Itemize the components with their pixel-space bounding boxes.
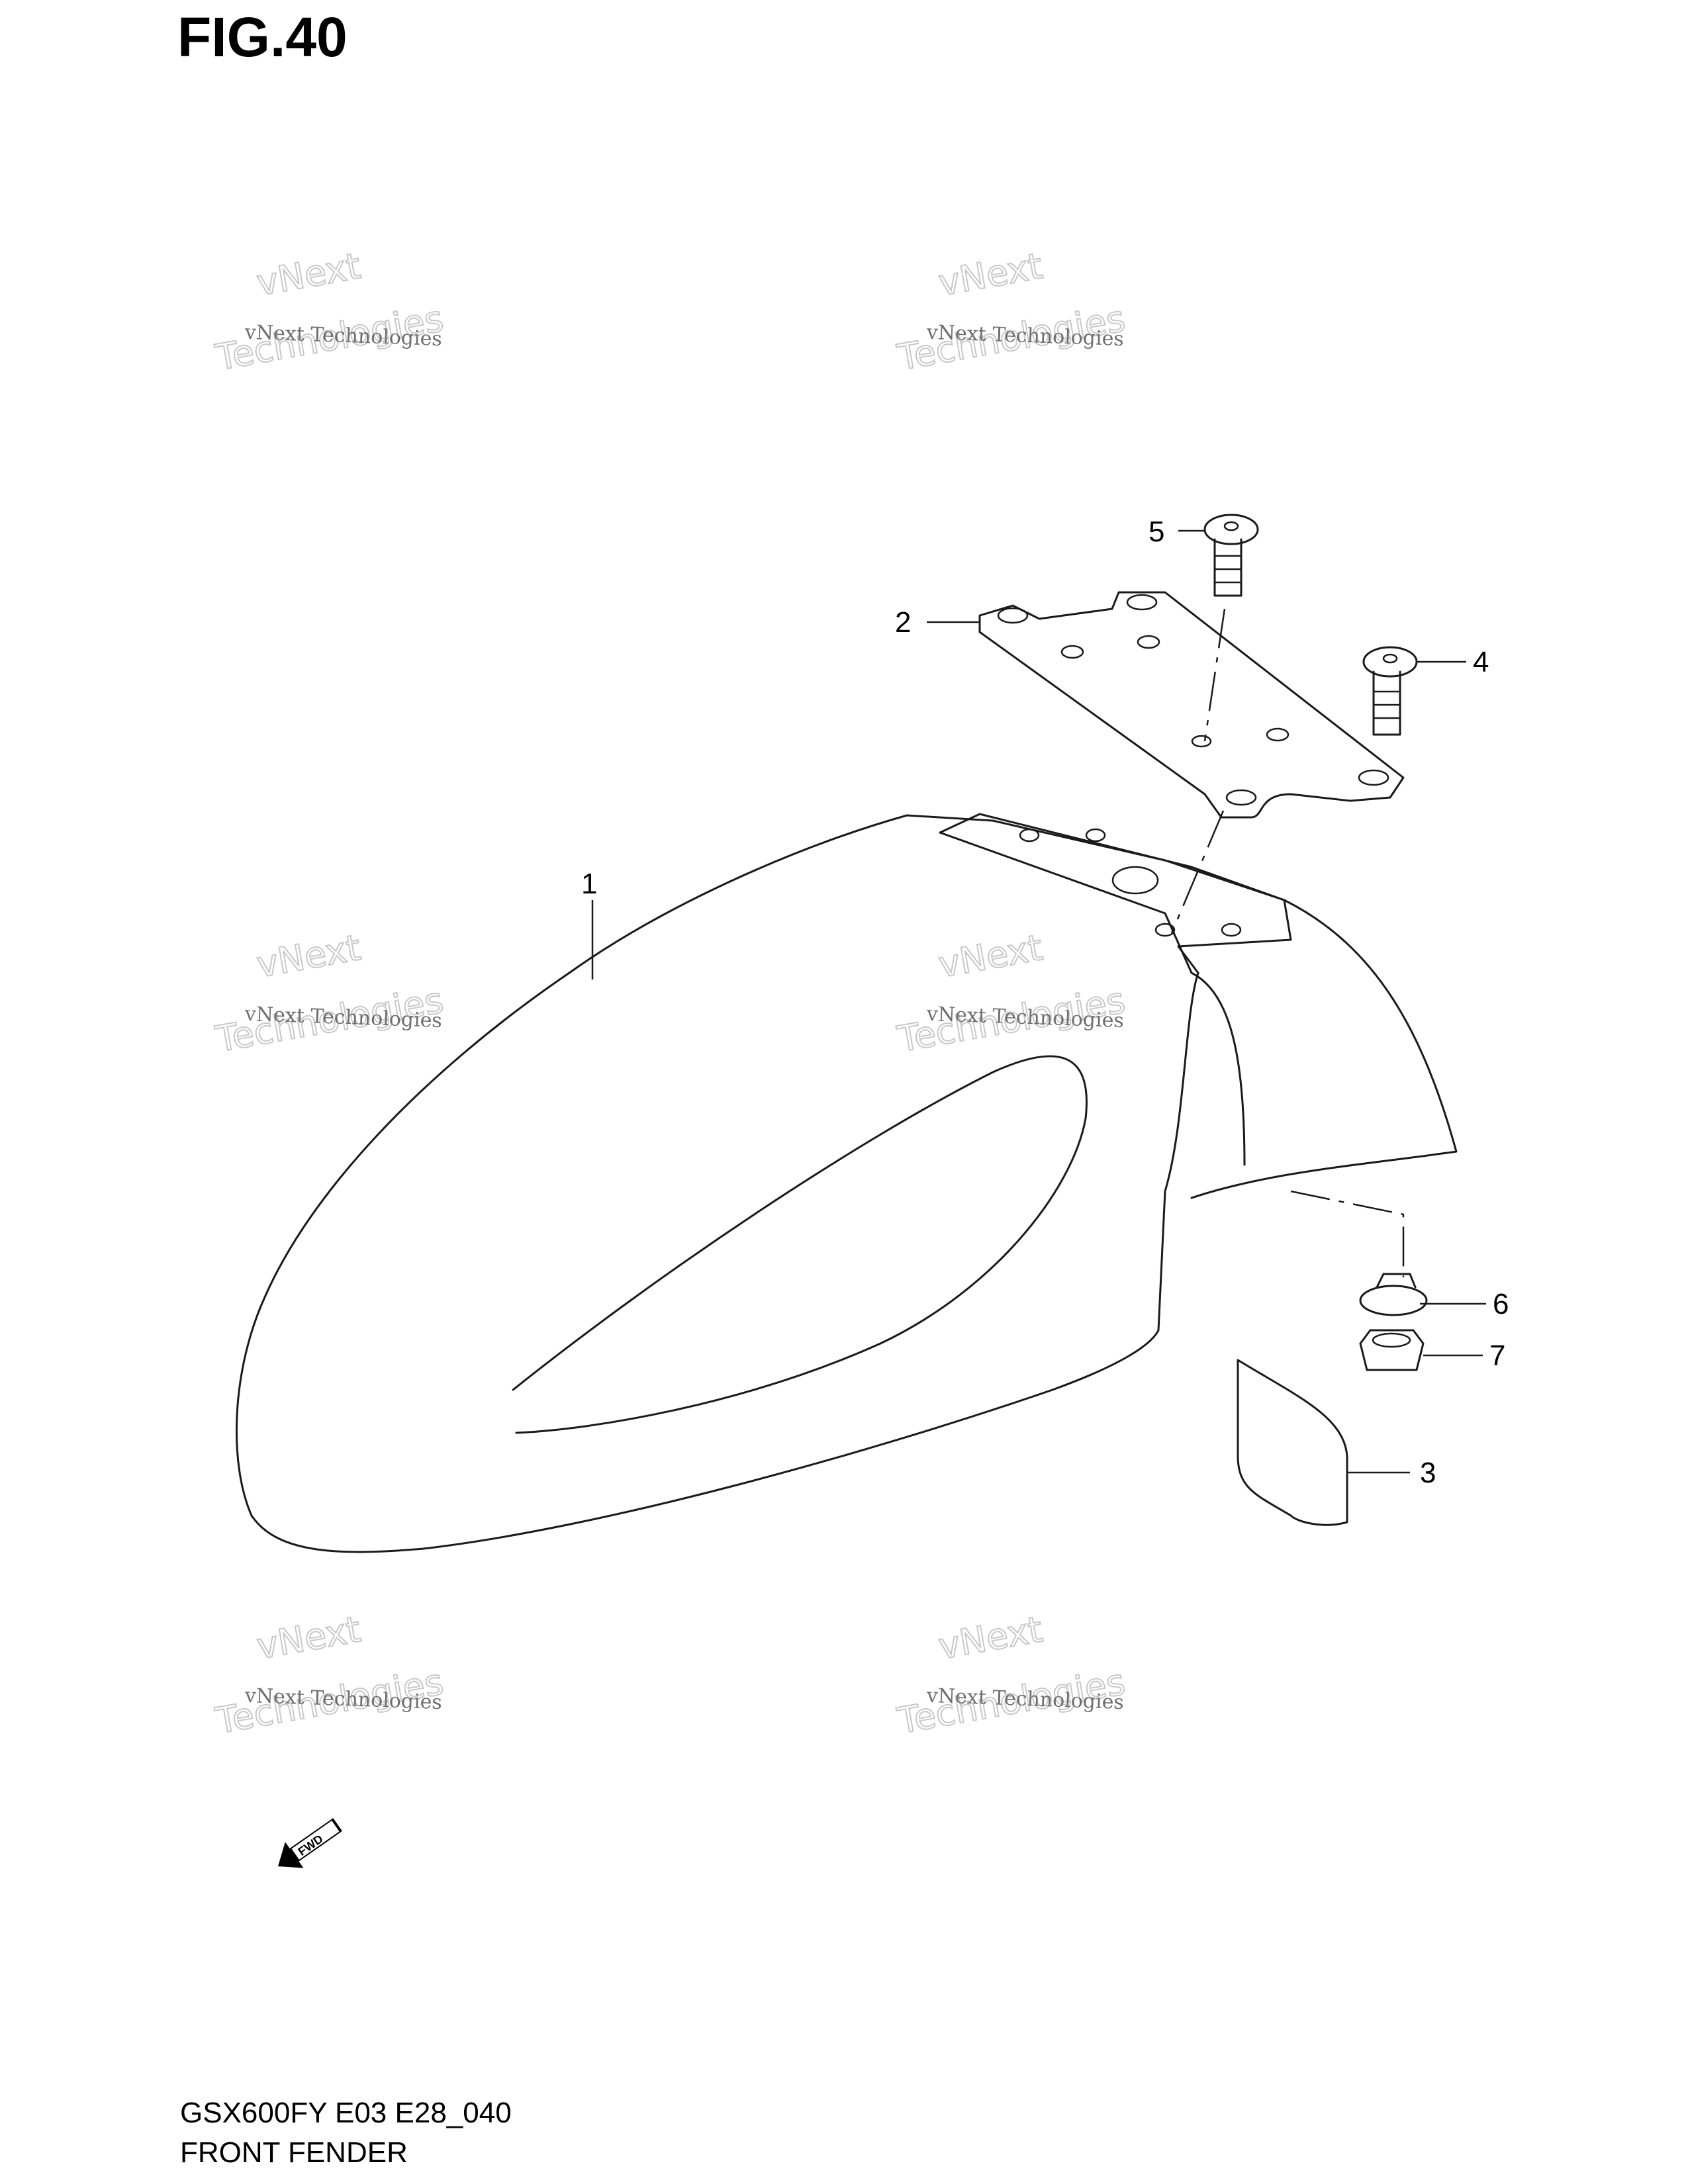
section-name: FRONT FENDER [180, 2136, 408, 2169]
watermark-text: vNext [254, 1608, 363, 1667]
watermark-text: vNext [254, 245, 363, 304]
figure-title: FIG.40 [177, 6, 348, 68]
watermark: vNext Technologies vNext Technologies [894, 244, 1129, 379]
callout-6: 6 [1493, 1288, 1509, 1320]
watermark-text: vNext [935, 927, 1045, 985]
watermark: vNext Technologies vNext Technologies [212, 1608, 447, 1743]
part-front-fender [235, 813, 1458, 1553]
watermark: vNext Technologies vNext Technologies [894, 1608, 1129, 1743]
callouts: 1 2 3 4 5 6 7 [581, 516, 1509, 1489]
watermark-grid: vNext Technologies vNext Technologies vN… [212, 244, 1129, 1743]
watermark-text: vNext [935, 1608, 1045, 1667]
fwd-arrow-icon: FWD [278, 1818, 342, 1868]
watermark: vNext Technologies vNext Technologies [212, 244, 447, 379]
part-pad-3 [1237, 1359, 1348, 1526]
part-nut-7 [1359, 1329, 1425, 1371]
part-bolt-5 [1203, 514, 1259, 597]
part-bolt-4 [1362, 646, 1418, 736]
watermark-text: vNext [935, 245, 1045, 304]
callout-5: 5 [1149, 516, 1164, 548]
callout-4: 4 [1473, 646, 1489, 678]
part-nut-6 [1359, 1273, 1428, 1316]
callout-1: 1 [581, 868, 597, 900]
watermark: vNext Technologies vNext Technologies [894, 926, 1129, 1061]
callout-3: 3 [1420, 1457, 1436, 1489]
watermark-text: vNext [254, 927, 363, 985]
watermark: vNext Technologies vNext Technologies [212, 926, 447, 1061]
callout-7: 7 [1489, 1340, 1505, 1372]
callout-leaders [591, 529, 1486, 1474]
part-bracket [978, 591, 1405, 819]
model-code: GSX600FY E03 E28_040 [180, 2097, 512, 2129]
callout-2: 2 [895, 606, 911, 639]
assembly-lines [1170, 608, 1405, 1277]
